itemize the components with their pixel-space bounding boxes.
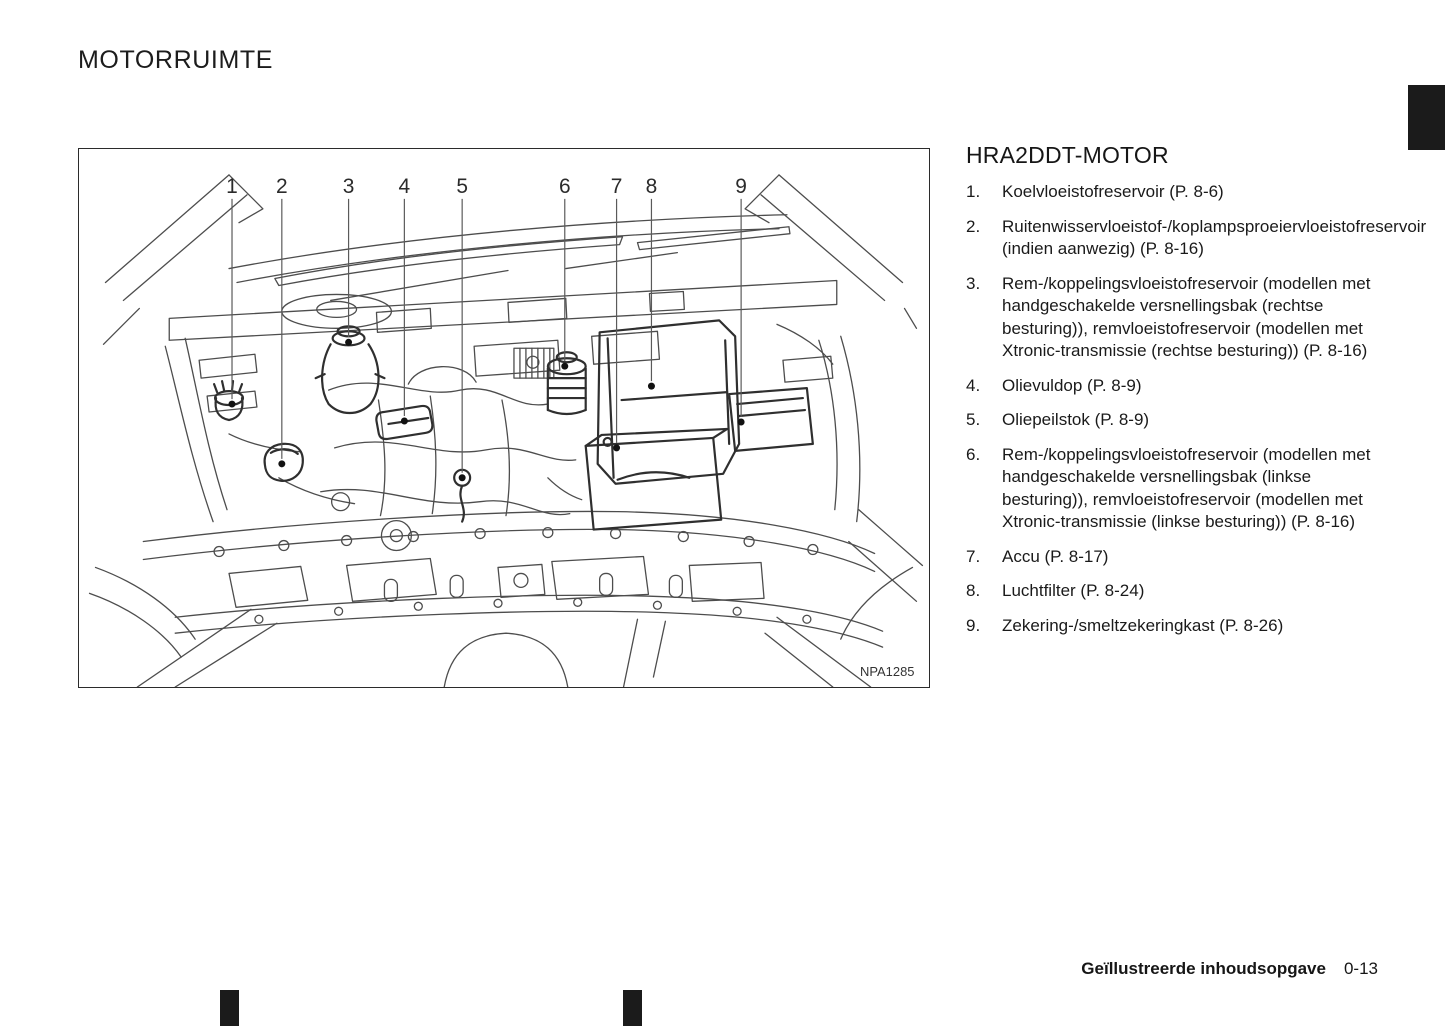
legend-item-number: 8. <box>966 581 981 600</box>
legend-item: 5. Oliepeilstok (P. 8-9) <box>966 409 1382 432</box>
legend-item: 2. Ruitenwisservloeistof-/koplampsproeier… <box>966 216 1426 261</box>
air-filter-box <box>596 319 741 485</box>
engine-components <box>212 319 814 531</box>
legend-item-number: 2. <box>966 216 981 236</box>
callout-number: 4 <box>399 175 411 198</box>
print-registration-mark <box>220 990 239 1026</box>
callout-number: 5 <box>456 175 468 198</box>
coolant-reservoir-cap <box>212 380 245 422</box>
image-code: NPA1285 <box>860 664 914 679</box>
legend-item-text: Rem-/koppelingsvloeistofreservoir (model… <box>1002 273 1371 361</box>
legend-item-text: Luchtfilter (P. 8-24) <box>1002 581 1145 600</box>
legend-item-number: 9. <box>966 615 981 635</box>
oil-filler-cap <box>375 404 434 441</box>
fuse-box <box>728 387 814 452</box>
section-thumb-tab <box>1408 85 1445 150</box>
legend-item-text: Ruitenwisservloeistof-/koplampsproeiervl… <box>1002 216 1427 259</box>
legend-panel: HRA2DDT-MOTOR 1. Koelvloeistofreservoir (… <box>966 142 1426 638</box>
legend-item-number: 6. <box>966 444 981 464</box>
engine-bay-illustration: 1 2 3 4 5 6 78 9 NPA1285 <box>88 174 924 687</box>
legend-item: 7. Accu (P. 8-17) <box>966 546 1382 569</box>
legend-item-number: 3. <box>966 273 981 293</box>
legend-item-text: Rem-/koppelingsvloeistofreservoir (model… <box>1002 444 1371 532</box>
callout-dot <box>613 444 621 452</box>
footer-section-title: Geïllustreerde inhoudsopgave <box>1081 959 1326 978</box>
engine-bay-line-art <box>88 174 924 687</box>
callout-number: 3 <box>343 175 355 198</box>
legend-item-number: 5. <box>966 410 981 429</box>
callout-dot <box>345 338 353 346</box>
callout-number: 6 <box>559 175 571 198</box>
legend-item: 8. Luchtfilter (P. 8-24) <box>966 580 1382 603</box>
callout-dot <box>400 417 408 425</box>
callout-dot <box>647 382 655 390</box>
legend-item-text: Koelvloeistofreservoir (P. 8-6) <box>1002 182 1224 201</box>
legend-item: 9. Zekering-/smeltzekeringkast (P. 8-26) <box>966 615 1382 638</box>
page-title: MOTORRUIMTE <box>78 46 274 74</box>
print-registration-mark <box>623 990 642 1026</box>
legend-item-text: Oliepeilstok (P. 8-9) <box>1002 410 1150 429</box>
callout-number: 8 <box>646 175 658 198</box>
legend-item-number: 4. <box>966 375 981 395</box>
legend-item-text: Zekering-/smeltzekeringkast (P. 8-26) <box>1002 615 1284 635</box>
legend-heading: HRA2DDT-MOTOR <box>966 142 1169 168</box>
legend-item-number: 1. <box>966 182 981 201</box>
callout-number: 9 <box>735 175 747 198</box>
callout-dot <box>458 474 466 482</box>
callout-dot <box>278 460 286 468</box>
legend-item-text: Accu (P. 8-17) <box>1002 546 1109 566</box>
legend-list: 1. Koelvloeistofreservoir (P. 8-6) 2. Ruite… <box>966 181 1426 638</box>
callout-dot <box>737 418 745 426</box>
callout-dot <box>561 362 569 370</box>
callout-number: 7 <box>611 175 623 198</box>
footer-page-number: 0-13 <box>1343 959 1378 978</box>
legend-item: 1. Koelvloeistofreservoir (P. 8-6) <box>966 181 1382 204</box>
callout-number: 1 <box>226 175 238 198</box>
legend-item-text: Olievuldop (P. 8-9) <box>1002 375 1142 395</box>
legend-item: 6. Rem-/koppelingsvloeistofreservoir (mod… <box>966 444 1382 534</box>
legend-item: 3. Rem-/koppelingsvloeistofreservoir (mod… <box>966 273 1382 363</box>
brake-fluid-reservoir-lhd <box>546 351 587 416</box>
callout-dot <box>228 400 236 408</box>
washer-reservoir-cap <box>263 442 304 482</box>
legend-item-number: 7. <box>966 546 981 566</box>
legend-item: 4. Olievuldop (P. 8-9) <box>966 375 1382 398</box>
page-footer: Geïllustreerde inhoudsopgave 0-13 <box>1081 959 1378 979</box>
callout-number: 2 <box>276 175 288 198</box>
